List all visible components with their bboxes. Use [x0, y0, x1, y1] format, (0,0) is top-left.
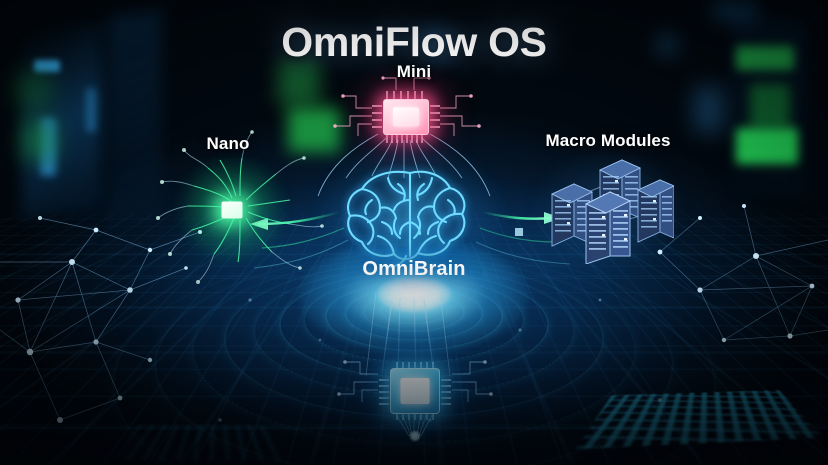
hero-illustration: Mini Nano — [0, 0, 828, 465]
bottom-shadow — [0, 0, 828, 465]
